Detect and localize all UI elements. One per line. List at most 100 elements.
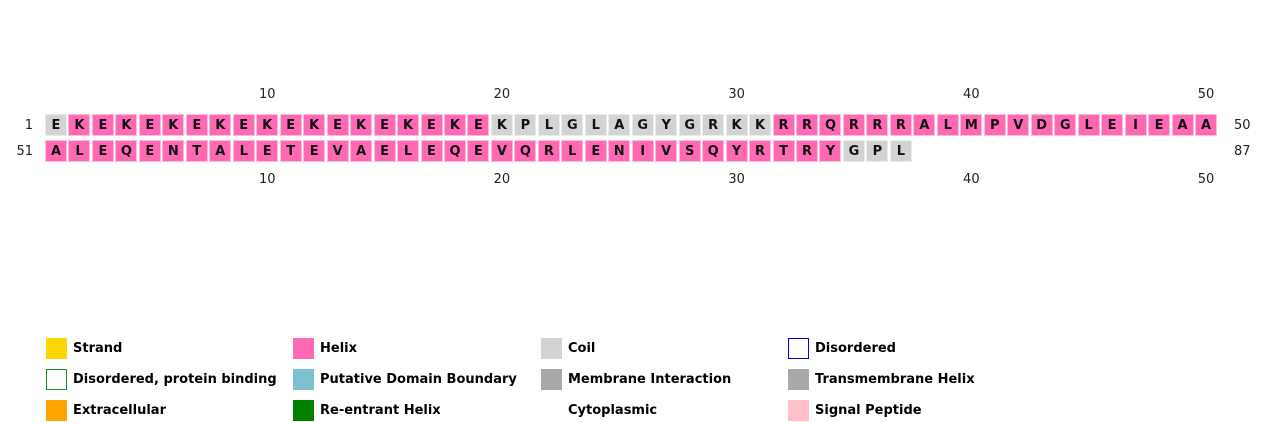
residue-cell[interactable]: G	[1054, 114, 1077, 136]
position-tick: 50	[1197, 87, 1215, 102]
residue-cell[interactable]: L	[232, 140, 255, 162]
residue-cell[interactable]: G	[842, 140, 865, 162]
residue-cell[interactable]: K	[303, 114, 326, 136]
residue-cell[interactable]: E	[420, 140, 443, 162]
residue-cell[interactable]: E	[1148, 114, 1171, 136]
residue-cell[interactable]: L	[397, 140, 420, 162]
residue-cell[interactable]: T	[185, 140, 208, 162]
legend-swatch-icon	[46, 399, 67, 421]
residue-cell[interactable]: E	[45, 114, 67, 136]
residue-cell[interactable]: G	[678, 114, 701, 136]
residue-cell[interactable]: M	[960, 114, 983, 136]
residue-cell[interactable]: P	[866, 140, 889, 162]
residue-cell[interactable]: A	[608, 114, 631, 136]
residue-cell[interactable]: K	[115, 114, 138, 136]
residue-cell[interactable]: E	[91, 140, 114, 162]
residue-cell[interactable]: Q	[819, 114, 842, 136]
residue-cell[interactable]: E	[303, 140, 326, 162]
residue-cell[interactable]: E	[279, 114, 302, 136]
residue-cell[interactable]: A	[913, 114, 936, 136]
residue-cell[interactable]: A	[1194, 114, 1217, 136]
residue-cell[interactable]: K	[256, 114, 279, 136]
residue-cell[interactable]: E	[232, 114, 255, 136]
residue-cell[interactable]: A	[1171, 114, 1194, 136]
residue-cell[interactable]: A	[45, 140, 67, 162]
residue-cell[interactable]: L	[1077, 114, 1100, 136]
residue-cell[interactable]: I	[631, 140, 654, 162]
legend-label: Disordered	[815, 340, 896, 356]
residue-cell[interactable]: K	[350, 114, 373, 136]
residue-cell[interactable]: P	[514, 114, 537, 136]
residue-cell[interactable]: S	[678, 140, 701, 162]
residue-cell[interactable]: E	[138, 114, 161, 136]
residue-cell[interactable]: R	[889, 114, 912, 136]
residue-cell[interactable]: K	[209, 114, 232, 136]
residue-cell[interactable]: K	[162, 114, 185, 136]
residue-cell[interactable]: Q	[443, 140, 466, 162]
residue-cell[interactable]: V	[655, 140, 678, 162]
residue-cell[interactable]: K	[443, 114, 466, 136]
residue-cell[interactable]: L	[584, 114, 607, 136]
residue-cell[interactable]: V	[1007, 114, 1030, 136]
residue-cell[interactable]: E	[584, 140, 607, 162]
residue-cell[interactable]: R	[537, 140, 560, 162]
residue-cell[interactable]: K	[749, 114, 772, 136]
residue-cell[interactable]: Y	[819, 140, 842, 162]
residue-cell[interactable]: Y	[655, 114, 678, 136]
residue-cell[interactable]: A	[209, 140, 232, 162]
residue-cell[interactable]: R	[796, 114, 818, 136]
residue-cell[interactable]: L	[889, 140, 912, 162]
residue-cell[interactable]: N	[162, 140, 185, 162]
residue-cell[interactable]: L	[561, 140, 584, 162]
residue-cell[interactable]: Q	[514, 140, 537, 162]
legend-swatch-icon	[541, 337, 562, 359]
residue-cell[interactable]: L	[537, 114, 560, 136]
row-start-number: 51	[16, 144, 33, 159]
residue-cell[interactable]: K	[68, 114, 91, 136]
residue-cell[interactable]: R	[702, 114, 725, 136]
legend-swatch-icon	[788, 399, 809, 421]
residue-cell[interactable]: G	[561, 114, 584, 136]
residue-cell[interactable]: Q	[115, 140, 138, 162]
legend-item: Helix	[293, 337, 357, 359]
residue-cell[interactable]: A	[350, 140, 373, 162]
legend-label: Extracellular	[73, 402, 166, 418]
residue-cell[interactable]: D	[1030, 114, 1053, 136]
residue-cell[interactable]: E	[467, 140, 490, 162]
residue-cell[interactable]: E	[373, 140, 396, 162]
residue-cell[interactable]: E	[256, 140, 279, 162]
residue-cell[interactable]: E	[91, 114, 114, 136]
residue-cell[interactable]: Y	[725, 140, 748, 162]
residue-cell[interactable]: R	[796, 140, 818, 162]
legend-swatch-icon	[788, 337, 809, 359]
residue-cell[interactable]: L	[68, 140, 91, 162]
residue-cell[interactable]: R	[772, 114, 795, 136]
residue-cell[interactable]: E	[467, 114, 490, 136]
residue-cell[interactable]: E	[373, 114, 396, 136]
residue-cell[interactable]: K	[490, 114, 513, 136]
residue-cell[interactable]: R	[866, 114, 889, 136]
legend-item: Coil	[541, 337, 595, 359]
position-tick: 10	[258, 172, 276, 187]
residue-cell[interactable]: E	[138, 140, 161, 162]
residue-cell[interactable]: E	[1101, 114, 1124, 136]
residue-cell[interactable]: V	[490, 140, 513, 162]
residue-cell[interactable]: V	[326, 140, 349, 162]
residue-cell[interactable]: L	[936, 114, 959, 136]
residue-cell[interactable]: K	[397, 114, 420, 136]
residue-cell[interactable]: K	[725, 114, 748, 136]
residue-cell[interactable]: T	[279, 140, 302, 162]
residue-cell[interactable]: E	[420, 114, 443, 136]
residue-cell[interactable]: P	[983, 114, 1006, 136]
residue-cell[interactable]: R	[842, 114, 865, 136]
residue-cell[interactable]: R	[749, 140, 772, 162]
residue-cell[interactable]: E	[326, 114, 349, 136]
residue-cell[interactable]: G	[631, 114, 654, 136]
residue-cell[interactable]: Q	[702, 140, 725, 162]
residue-cell[interactable]: T	[772, 140, 795, 162]
residue-cell[interactable]: E	[185, 114, 208, 136]
residue-cell[interactable]: I	[1124, 114, 1147, 136]
residue-cell[interactable]: N	[608, 140, 631, 162]
legend-label: Re-entrant Helix	[320, 402, 441, 418]
